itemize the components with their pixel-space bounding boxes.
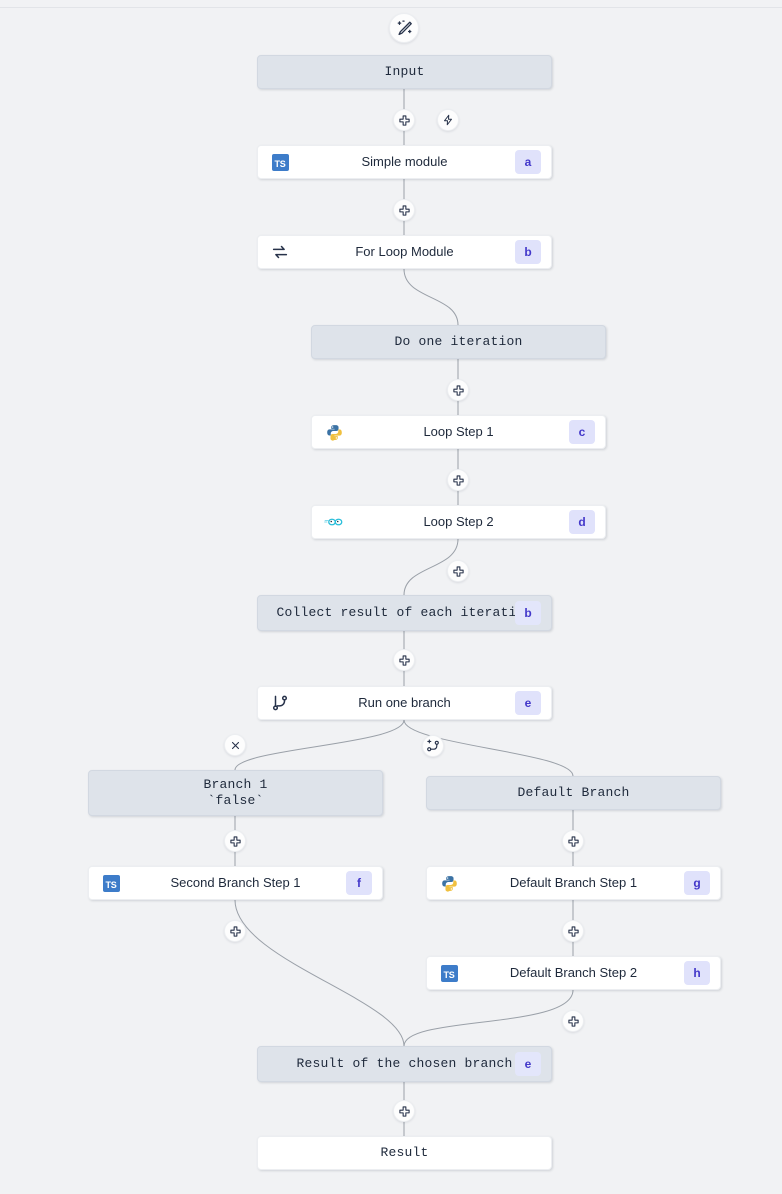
handle-wand[interactable] (389, 13, 419, 43)
node-label: Second Branch Step 1 (170, 874, 301, 890)
node-label: Default Branch Step 2 (509, 964, 638, 980)
plus-icon (567, 835, 580, 848)
node-label: Result (380, 1144, 429, 1160)
loop-icon (270, 242, 290, 262)
plus-icon (398, 654, 411, 667)
node-second-step-1[interactable]: TS Second Branch Step 1 f (88, 866, 383, 900)
node-label: Do one iteration (394, 333, 523, 349)
handle-add-default-step[interactable] (562, 830, 584, 852)
top-divider (0, 7, 782, 8)
handle-add-loop-step-1[interactable] (447, 379, 469, 401)
node-for-loop[interactable]: For Loop Module b (257, 235, 552, 269)
plus-icon (567, 1015, 580, 1028)
typescript-icon: TS (270, 152, 290, 172)
node-label: Result of the chosen branch (296, 1055, 513, 1071)
node-badge: e (515, 691, 541, 715)
node-label: Default Branch (517, 784, 630, 800)
node-result[interactable]: Result (257, 1136, 552, 1170)
handle-add-loop-step-2[interactable] (447, 469, 469, 491)
typescript-icon: TS (440, 964, 458, 982)
handle-add-default-end[interactable] (562, 1010, 584, 1032)
node-label: Loop Step 1 (423, 423, 494, 439)
python-icon (441, 875, 457, 892)
handle-add-after-simple[interactable] (393, 199, 415, 221)
node-simple-module[interactable]: TS Simple module a (257, 145, 552, 179)
node-badge: c (569, 420, 595, 444)
node-label: For Loop Module (355, 243, 454, 259)
node-label: Collect result of each iteration (276, 604, 533, 620)
lightning-icon (442, 114, 454, 126)
close-icon (230, 740, 241, 751)
node-input[interactable]: Input (257, 55, 552, 89)
typescript-icon: TS (101, 873, 121, 893)
git-branch-icon (270, 693, 290, 713)
python-icon (439, 873, 459, 893)
plus-icon (567, 925, 580, 938)
node-do-iteration[interactable]: Do one iteration (311, 325, 606, 359)
handle-add-branch1-end[interactable] (224, 920, 246, 942)
python-icon (326, 424, 342, 441)
node-default-step-1[interactable]: Default Branch Step 1 g (426, 866, 721, 900)
node-badge: b (515, 240, 541, 264)
node-badge: g (684, 871, 710, 895)
edge-second-step-1-to-chosen-result (234, 899, 405, 1047)
python-icon (324, 422, 344, 442)
plus-icon (452, 384, 465, 397)
node-badge: h (684, 961, 710, 985)
node-badge: f (346, 871, 372, 895)
node-badge: d (569, 510, 595, 534)
node-badge: b (515, 601, 541, 625)
edge-run-one-branch-to-branch-1 (234, 719, 405, 771)
handle-add-after-chosen[interactable] (393, 1100, 415, 1122)
plus-icon (229, 835, 242, 848)
plus-icon (229, 925, 242, 938)
node-loop-step-1[interactable]: Loop Step 1 c (311, 415, 606, 449)
node-default-step-2[interactable]: TS Default Branch Step 2 h (426, 956, 721, 990)
edge-run-one-branch-to-default-branch (403, 719, 574, 777)
node-label: Branch 1 `false` (203, 776, 268, 808)
handle-add-loop-end[interactable] (447, 560, 469, 582)
node-badge: e (515, 1052, 541, 1076)
edge-loop-step-2-to-collect-result (403, 538, 459, 596)
node-label: Simple module (361, 153, 448, 169)
plus-icon (452, 565, 465, 578)
plus-icon (398, 1105, 411, 1118)
handle-add-after-collect[interactable] (393, 649, 415, 671)
node-label: Default Branch Step 1 (509, 874, 638, 890)
edge-default-step-2-to-chosen-result (403, 989, 574, 1047)
typescript-icon: TS (271, 153, 289, 171)
node-label: Input (384, 63, 425, 79)
node-label: Run one branch (358, 694, 451, 710)
plus-icon (398, 204, 411, 217)
handle-add-branch1-step[interactable] (224, 830, 246, 852)
handle-delete-branch[interactable] (224, 734, 246, 756)
add-branch-icon (426, 739, 440, 753)
go-icon (324, 518, 343, 526)
node-label: Loop Step 2 (423, 513, 494, 529)
handle-quick-action[interactable] (437, 109, 459, 131)
node-run-one-branch[interactable]: Run one branch e (257, 686, 552, 720)
handle-add-default-step2[interactable] (562, 920, 584, 942)
handle-add-branch[interactable] (422, 735, 444, 757)
magic-wand-icon (396, 19, 413, 37)
edge-for-loop-to-do-iteration (403, 268, 459, 326)
plus-icon (452, 474, 465, 487)
handle-add-after-input[interactable] (393, 109, 415, 131)
node-badge: a (515, 150, 541, 174)
typescript-icon: TS (102, 874, 120, 892)
typescript-icon: TS (439, 963, 459, 983)
plus-icon (398, 114, 411, 127)
node-loop-step-2[interactable]: Loop Step 2 d (311, 505, 606, 539)
node-branch-1[interactable]: Branch 1 `false` (88, 770, 383, 816)
go-icon (324, 512, 344, 532)
node-default-branch[interactable]: Default Branch (426, 776, 721, 810)
